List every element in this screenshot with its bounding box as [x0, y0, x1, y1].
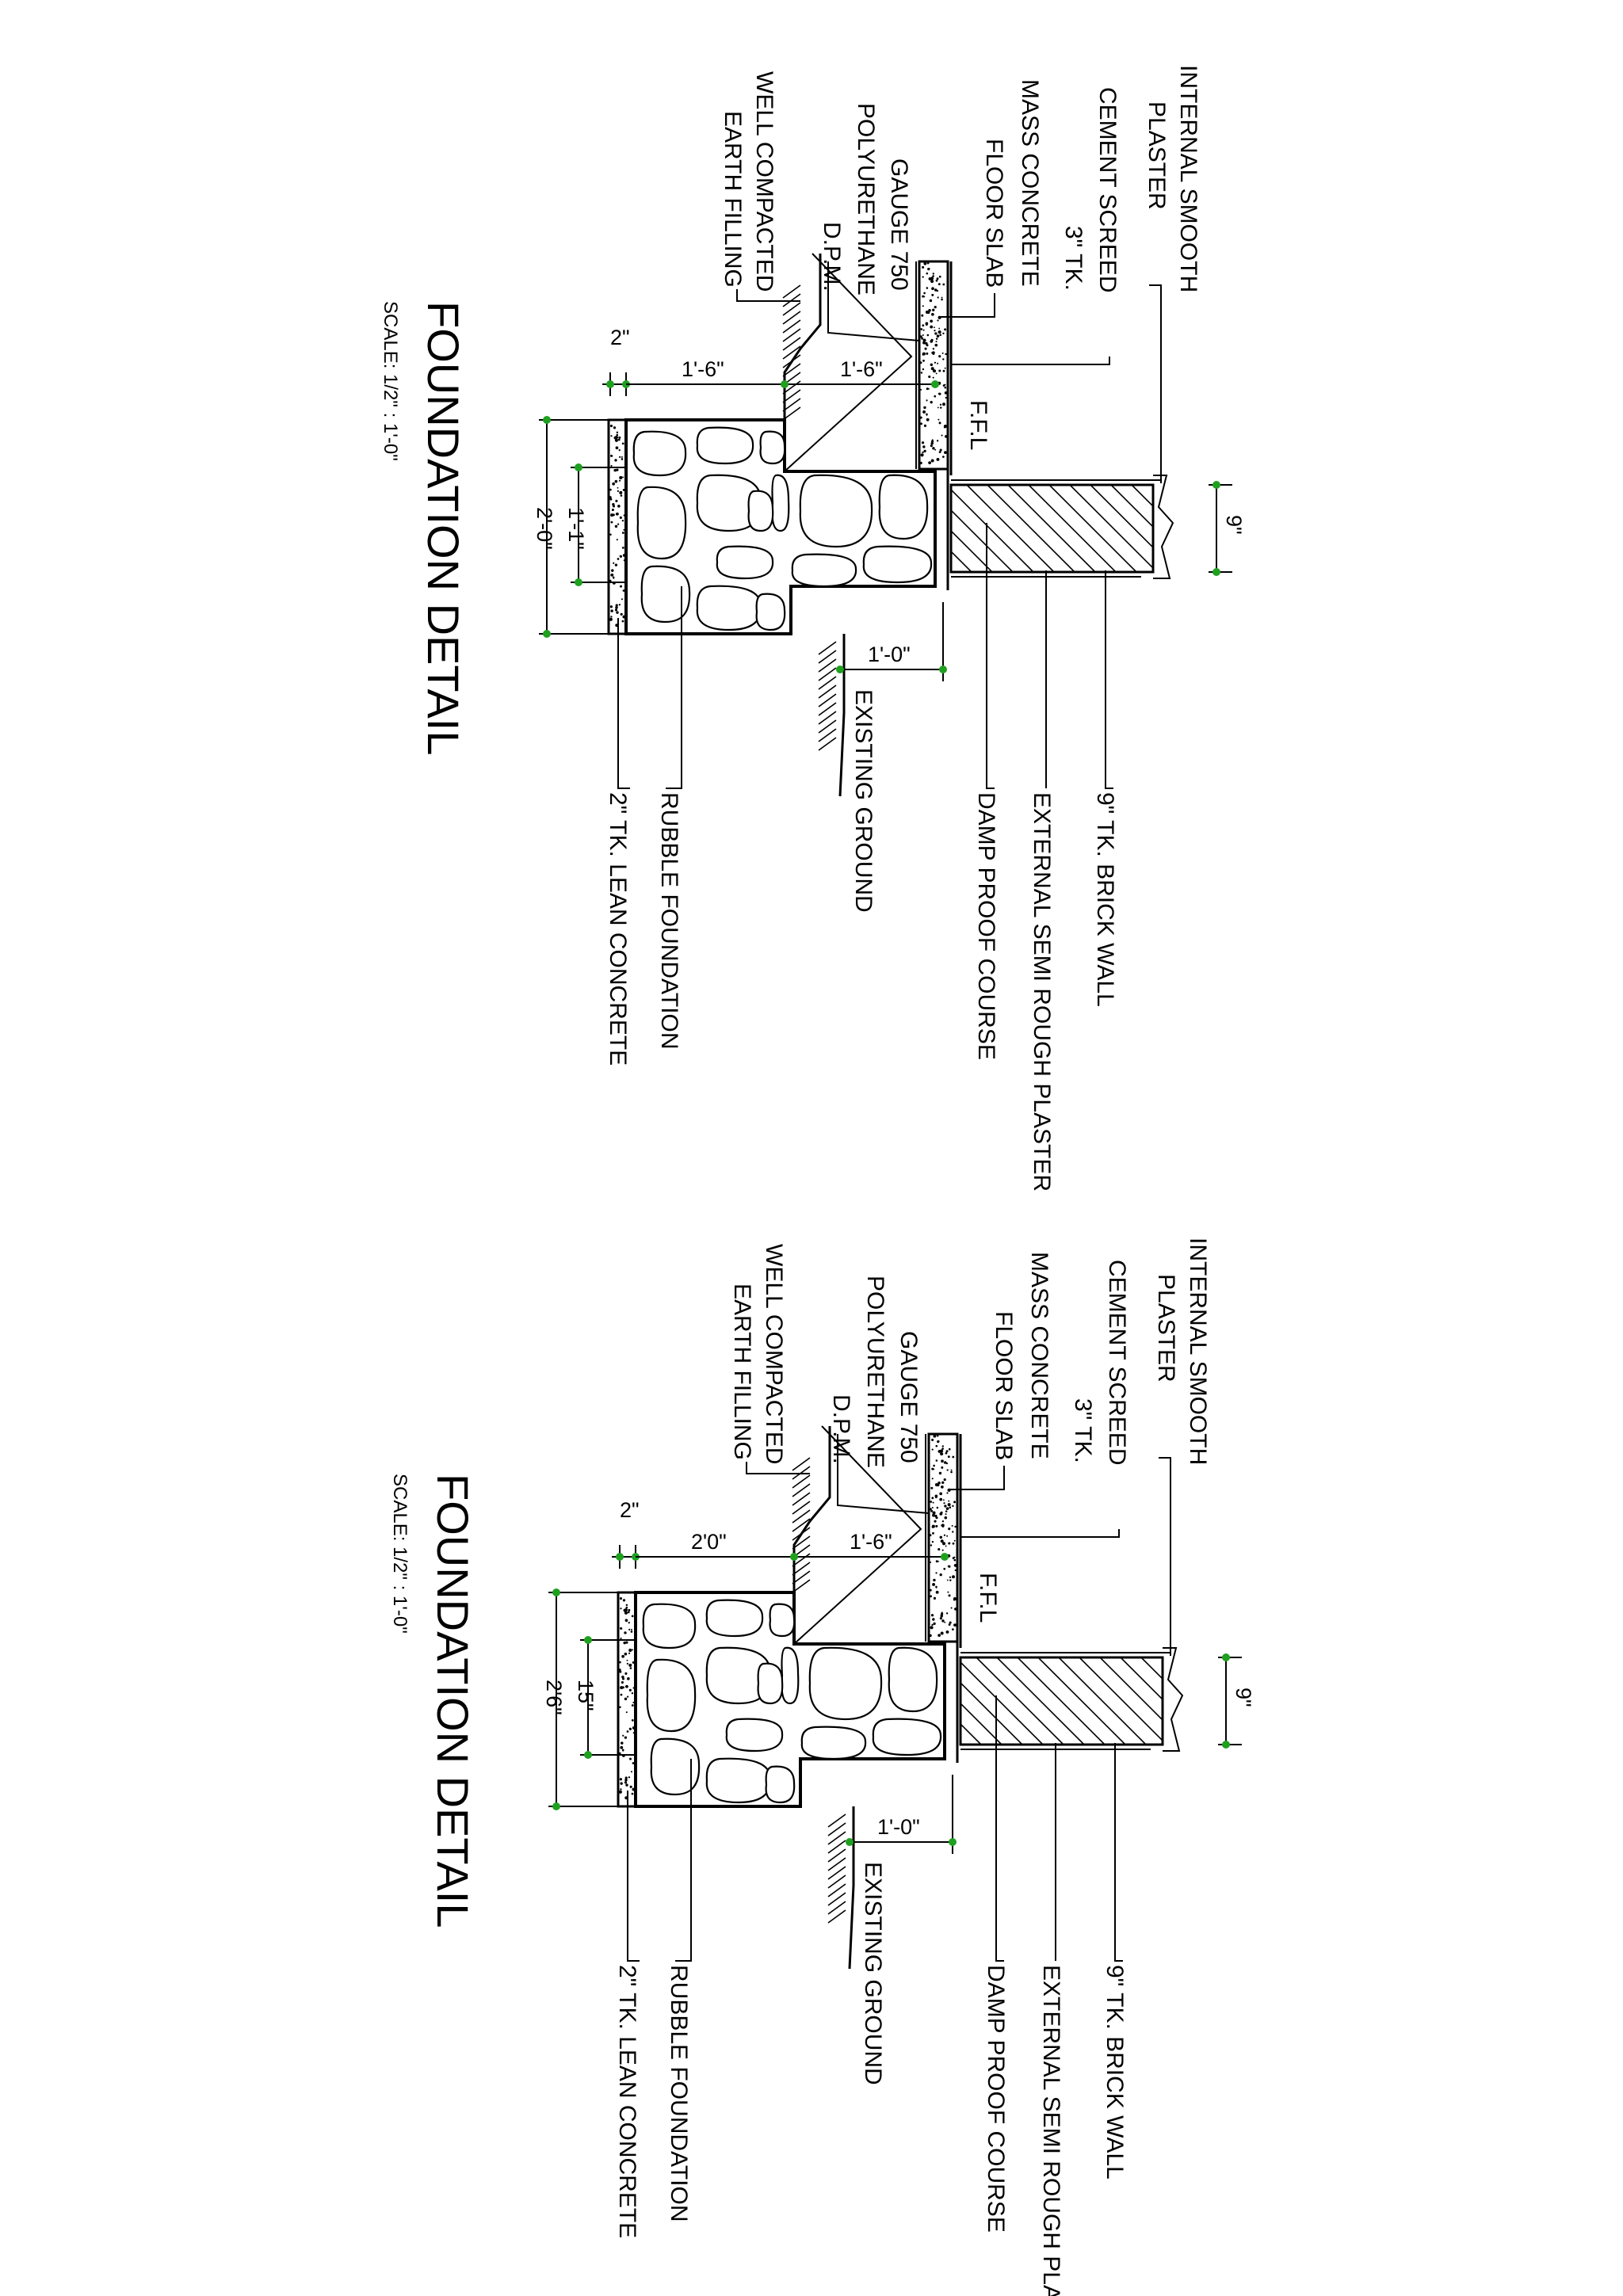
callout-ffl: F.F.L	[965, 400, 991, 450]
dimension-node	[543, 416, 551, 424]
callout-dpm-2: POLYURETHANE	[862, 1276, 888, 1468]
callout-ffl: F.F.L	[975, 1573, 1001, 1623]
existing-ground-line	[848, 1806, 855, 1970]
dimension-lines	[539, 372, 1232, 681]
dim-width-total: 2'-0"	[533, 507, 556, 550]
dimension-node	[949, 1838, 957, 1846]
dim-width-total: 2'6"	[542, 1680, 566, 1715]
callout-lean-concrete: 2" TK. LEAN CONCRETE	[605, 792, 631, 1066]
callout-dpc: DAMP PROOF COURSE	[973, 792, 999, 1060]
callout-existing-ground: EXISTING GROUND	[850, 689, 876, 913]
callout-dpm-1: GAUGE 750	[886, 158, 912, 291]
floor-slab	[918, 260, 949, 471]
wall-break-line	[1153, 475, 1174, 579]
rubble-foundation	[617, 1591, 946, 1808]
section-linework	[607, 253, 1174, 797]
dimension-node	[1222, 1741, 1230, 1749]
dim-wall-depth: 1'-6"	[850, 1530, 892, 1554]
dimension-lines	[548, 1545, 1242, 1854]
dimension-node	[836, 666, 844, 673]
section-linework	[617, 1425, 1184, 1970]
callout-cement-screed: CEMENT SCREED	[1094, 87, 1121, 292]
callout-floor-slab-1: 3" TK.	[1070, 1398, 1096, 1463]
drawing-title: FOUNDATION DETAIL	[428, 1474, 478, 1928]
leader-lines	[627, 1434, 1171, 1962]
dim-wall: 9"	[1232, 1688, 1255, 1707]
dimension-node	[616, 1553, 624, 1561]
callout-dpm-3: D.P.M.	[828, 1394, 854, 1464]
drawing-scale: SCALE: 1/2" : 1'-0"	[389, 1474, 411, 1634]
dim-wall-depth: 1'-6"	[840, 357, 883, 381]
rubble-foundation	[607, 418, 937, 635]
dim-ground-offset: 1'-0"	[877, 1815, 920, 1839]
dimension-node	[931, 380, 939, 388]
callout-dpm-2: POLYURETHANE	[853, 103, 879, 296]
callout-earth-1: WELL COMPACTED	[751, 71, 777, 292]
callout-floor-slab-1: 3" TK.	[1060, 226, 1086, 291]
callout-cement-screed: CEMENT SCREED	[1104, 1260, 1130, 1465]
dimension-node	[790, 1553, 798, 1561]
brick-wall	[949, 483, 1155, 574]
callout-external-plaster: EXTERNAL SEMI ROUGH PLASTER	[1029, 792, 1055, 1192]
callout-dpm-1: GAUGE 750	[896, 1331, 922, 1463]
dim-blinding: 2"	[620, 1498, 640, 1522]
dimension-node	[1222, 1653, 1230, 1661]
dimension-node	[1212, 568, 1220, 576]
callout-dpm-3: D.P.M.	[819, 222, 845, 292]
callout-floor-slab-3: FLOOR SLAB	[991, 1311, 1017, 1460]
dpm-line	[793, 1425, 922, 1645]
callout-external-plaster: EXTERNAL SEMI ROUGH PLASTER	[1038, 1965, 1064, 2296]
callout-earth-1: WELL COMPACTED	[761, 1244, 787, 1464]
callout-floor-slab-2: MASS CONCRETE	[1026, 1252, 1052, 1459]
dimension-node	[584, 1636, 592, 1644]
leader-lines	[617, 261, 1162, 789]
callout-floor-slab-2: MASS CONCRETE	[1017, 79, 1043, 287]
callout-floor-slab-3: FLOOR SLAB	[981, 139, 1007, 288]
dimension-node	[575, 578, 582, 586]
dim-wall: 9"	[1222, 515, 1246, 535]
dimension-node	[575, 463, 582, 471]
callout-brick-wall: 9" TK. BRICK WALL	[1102, 1965, 1128, 2180]
dimension-node	[552, 1589, 560, 1596]
callout-brick-wall: 9" TK. BRICK WALL	[1092, 792, 1118, 1007]
callout-earth-2: EARTH FILLING	[720, 111, 746, 288]
brick-wall	[959, 1656, 1164, 1746]
dpm-line	[784, 253, 913, 472]
callout-dpc: DAMP PROOF COURSE	[983, 1965, 1009, 2233]
floor-slab	[927, 1432, 959, 1643]
dim-width-part: 15"	[574, 1680, 598, 1711]
dimension-node	[781, 380, 789, 388]
drawing-scale: SCALE: 1/2" : 1'-0"	[380, 301, 401, 461]
drawing-title: FOUNDATION DETAIL	[418, 301, 468, 756]
callout-rubble: RUBBLE FOUNDATION	[666, 1965, 692, 2222]
callout-rubble: RUBBLE FOUNDATION	[656, 792, 682, 1049]
dim-blinding: 2"	[610, 326, 630, 349]
callout-internal-plaster: INTERNAL SMOOTH	[1185, 1238, 1211, 1465]
callout-lean-concrete: 2" TK. LEAN CONCRETE	[614, 1965, 640, 2238]
dimension-node	[584, 1751, 592, 1759]
dimension-node	[552, 1802, 560, 1810]
dimension-node	[941, 1553, 949, 1561]
callout-existing-ground: EXISTING GROUND	[860, 1862, 886, 2085]
dimension-node	[846, 1838, 854, 1846]
callout-internal-plaster: INTERNAL SMOOTH	[1175, 65, 1201, 292]
dim-footing-depth: 2'0"	[691, 1530, 727, 1554]
dimension-node	[939, 666, 947, 673]
callout-earth-2: EARTH FILLING	[729, 1283, 755, 1460]
callout-internal-plaster-2: PLASTER	[1144, 101, 1170, 210]
dim-width-part: 1'-1"	[564, 507, 588, 550]
dimension-node	[606, 380, 614, 388]
callout-internal-plaster-2: PLASTER	[1153, 1274, 1179, 1383]
dim-footing-depth: 1'-6"	[682, 357, 724, 381]
dimension-node	[543, 630, 551, 638]
dimension-node	[1212, 481, 1220, 489]
dim-ground-offset: 1'-0"	[868, 643, 911, 666]
existing-ground-line	[838, 634, 846, 797]
wall-break-line	[1163, 1647, 1184, 1752]
